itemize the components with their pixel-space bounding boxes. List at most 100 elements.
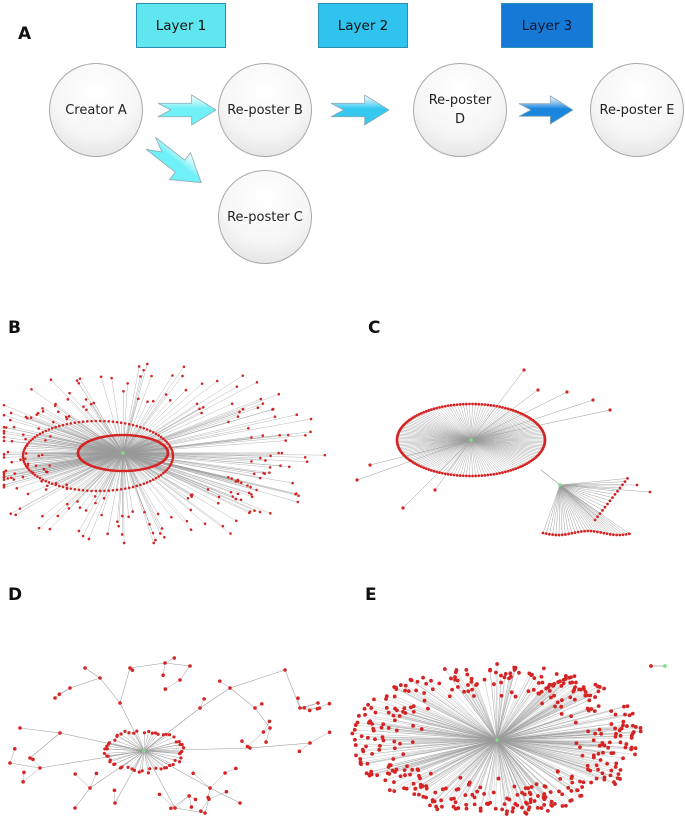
network-edge (496, 678, 535, 741)
network-node (564, 803, 568, 808)
network-node (611, 751, 616, 755)
network-node (77, 420, 81, 424)
node-creator-a: Creator A (49, 63, 143, 157)
network-node (135, 484, 139, 488)
network-node (567, 532, 570, 536)
network-edge (470, 439, 526, 465)
network-edge (496, 739, 599, 754)
network-node (327, 701, 332, 706)
network-node (575, 788, 579, 793)
network-node (493, 806, 498, 811)
network-node (564, 533, 567, 536)
network-edge (475, 684, 498, 741)
network-node (159, 532, 162, 535)
network-node (100, 513, 103, 517)
network-edge (143, 734, 159, 752)
network-edge (88, 452, 124, 540)
network-node (2, 426, 6, 429)
network-edge (496, 739, 503, 810)
network-edge (357, 722, 498, 741)
network-node (283, 668, 287, 672)
network-edge (496, 705, 628, 741)
network-node (592, 755, 596, 760)
network-node (608, 532, 612, 536)
network-node (520, 805, 524, 810)
network-edge (453, 404, 472, 441)
network-node (611, 496, 614, 499)
network-node (496, 776, 501, 781)
network-node (371, 726, 376, 731)
network-node (268, 466, 272, 469)
layer-3-box: Layer 3 (501, 3, 593, 48)
network-node (111, 420, 115, 423)
network-node (506, 407, 510, 411)
network-node (89, 402, 93, 406)
network-edge (496, 676, 512, 741)
network-node (245, 744, 250, 749)
network-edge (143, 733, 153, 752)
network-node (238, 801, 242, 805)
network-node (526, 786, 531, 791)
network-node (309, 430, 312, 434)
network-node (410, 767, 415, 772)
network-node (623, 745, 628, 750)
network-edge (423, 739, 498, 797)
network-node (147, 729, 151, 734)
network-node (264, 740, 268, 744)
network-node (8, 761, 12, 765)
network-edge (496, 692, 512, 741)
network-node (2, 435, 6, 439)
network-node (163, 535, 166, 539)
network-edge (27, 444, 124, 454)
network-node (416, 768, 421, 773)
network-edge (122, 382, 258, 454)
network-node (198, 706, 202, 710)
network-edge (470, 439, 497, 474)
network-node (44, 438, 47, 442)
network-node (553, 704, 557, 709)
network-node (61, 485, 65, 489)
network-node (391, 757, 396, 761)
network-edge (496, 739, 560, 792)
network-edge (119, 667, 131, 704)
network-node (208, 786, 212, 790)
network-edge (496, 713, 562, 741)
network-node (12, 478, 16, 481)
network-edge (122, 452, 219, 504)
network-edge (412, 739, 498, 770)
network-node (568, 695, 573, 700)
network-edge (399, 439, 472, 450)
network-edge (122, 408, 274, 454)
network-edge (470, 433, 544, 441)
network-node (618, 740, 623, 745)
network-node (200, 411, 203, 415)
network-node (27, 468, 31, 471)
network-edge (444, 668, 498, 741)
network-edge (402, 439, 472, 509)
network-node (617, 728, 622, 733)
network-node (507, 797, 512, 802)
network-node (165, 468, 169, 471)
network-node (424, 681, 429, 686)
network-edge (496, 739, 609, 748)
network-edge (442, 439, 472, 474)
network-node (577, 687, 581, 692)
network-edge (122, 452, 172, 518)
network-edge (27, 452, 124, 467)
network-edge (496, 686, 599, 741)
network-node (551, 533, 554, 537)
network-edge (489, 670, 498, 741)
network-edge (15, 452, 124, 515)
arrow-a-to-c (145, 136, 202, 184)
network-node (495, 404, 499, 408)
network-edge (496, 673, 511, 741)
network-edge (29, 732, 61, 759)
network-node (171, 452, 175, 456)
network-node (364, 771, 369, 776)
network-edge (468, 739, 498, 785)
network-edge (496, 676, 542, 741)
network-node (240, 739, 244, 743)
network-node (47, 428, 51, 431)
network-node (271, 407, 275, 411)
network-edge (466, 739, 498, 809)
